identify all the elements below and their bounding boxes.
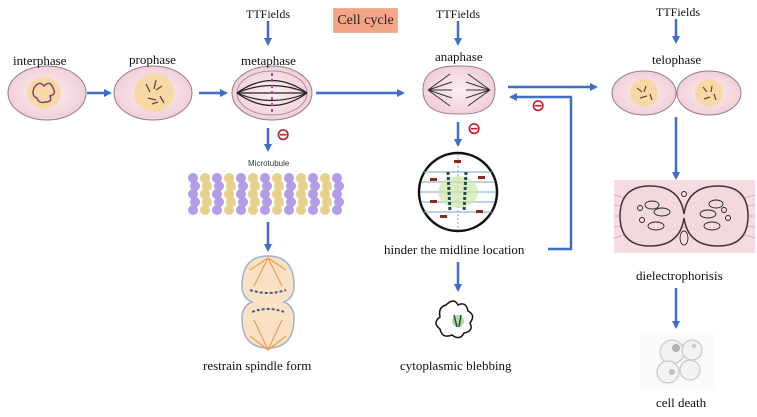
tubulin-subunit — [310, 197, 320, 207]
inhibit-icon-feedback: ⊖ — [531, 96, 546, 116]
phase-label-metaphase: metaphase — [241, 53, 296, 68]
phase-label-telophase: telophase — [652, 52, 702, 67]
anaphase-cell — [422, 65, 496, 115]
tubulin-subunit — [224, 173, 234, 183]
tubulin-subunit — [200, 173, 210, 183]
ttfields-label-metaphase: TTFields — [246, 7, 290, 21]
tubulin-subunit — [238, 197, 248, 207]
tubulin-subunit — [190, 197, 200, 207]
effect-restrain-spindle: restrain spindle form — [203, 358, 312, 373]
tubulin-subunit — [202, 181, 212, 191]
flow-arrows — [87, 19, 680, 329]
tubulin-subunit — [248, 205, 258, 215]
tubulin-subunit — [260, 205, 270, 215]
tubulin-subunit — [214, 197, 224, 207]
tubulin-subunit — [272, 205, 282, 215]
tubulin-subunit — [284, 173, 294, 183]
tubulin-subunit — [284, 189, 294, 199]
tubulin-subunit — [238, 181, 248, 191]
tubulin-subunit — [236, 189, 246, 199]
tubulin-subunit — [202, 197, 212, 207]
tubulin-subunit — [272, 189, 282, 199]
tubulin-subunit — [212, 205, 222, 215]
effect-hinder-midline: hinder the midline location — [384, 242, 525, 257]
microtubule-image — [188, 173, 344, 215]
tubulin-subunit — [188, 189, 198, 199]
interphase-cell — [7, 65, 87, 121]
telophase-cells — [611, 70, 742, 116]
tubulin-subunit — [190, 181, 200, 191]
tubulin-subunit — [320, 205, 330, 215]
spindle-cell — [241, 255, 295, 352]
tubulin-subunit — [334, 181, 344, 191]
phase-label-prophase: prophase — [129, 52, 176, 67]
tubulin-subunit — [200, 205, 210, 215]
tubulin-subunit — [200, 189, 210, 199]
effect-cell-death: cell death — [656, 395, 707, 410]
phase-label-anaphase: anaphase — [435, 49, 483, 64]
tubulin-subunit — [188, 173, 198, 183]
tubulin-subunit — [260, 173, 270, 183]
inhibit-icon-anaphase: ⊖ — [467, 119, 482, 139]
tubulin-subunit — [248, 173, 258, 183]
tubulin-subunit — [260, 189, 270, 199]
ttfields-label-anaphase: TTFields — [436, 7, 480, 21]
tubulin-subunit — [262, 181, 272, 191]
tubulin-subunit — [308, 205, 318, 215]
tubulin-subunit — [296, 205, 306, 215]
tubulin-subunit — [308, 189, 318, 199]
tubulin-subunit — [262, 197, 272, 207]
tubulin-subunit — [236, 173, 246, 183]
tubulin-subunit — [286, 181, 296, 191]
tubulin-subunit — [322, 197, 332, 207]
prophase-cell — [113, 65, 193, 121]
cell-death-image — [640, 333, 714, 388]
tubulin-subunit — [332, 205, 342, 215]
tubulin-subunit — [224, 205, 234, 215]
midline-image — [417, 151, 499, 233]
tubulin-subunit — [332, 173, 342, 183]
tubulin-subunit — [320, 189, 330, 199]
dielectrophoresis-image — [613, 180, 756, 253]
tubulin-subunit — [212, 189, 222, 199]
effect-cytoplasmic-blebbing: cytoplasmic blebbing — [400, 358, 512, 373]
tubulin-subunit — [332, 189, 342, 199]
tubulin-subunit — [250, 181, 260, 191]
tubulin-subunit — [296, 173, 306, 183]
tubulin-subunit — [272, 173, 282, 183]
blebbing-image — [435, 300, 474, 339]
effect-dielectrophoresis: dielectrophorisis — [636, 268, 723, 283]
tubulin-subunit — [188, 205, 198, 215]
tubulin-subunit — [248, 189, 258, 199]
cell-cycle-title: Cell cycle — [333, 8, 398, 33]
tubulin-subunit — [274, 181, 284, 191]
tubulin-subunit — [298, 197, 308, 207]
tubulin-subunit — [298, 181, 308, 191]
tubulin-subunit — [250, 197, 260, 207]
arrow-feedback-anaphase — [509, 93, 573, 251]
tubulin-subunit — [236, 205, 246, 215]
tubulin-subunit — [286, 197, 296, 207]
phase-label-interphase: interphase — [13, 53, 67, 68]
tubulin-subunit — [274, 197, 284, 207]
tubulin-subunit — [226, 181, 236, 191]
tubulin-subunit — [308, 173, 318, 183]
tubulin-subunit — [310, 181, 320, 191]
microtubule-label: Microtubule — [248, 159, 290, 168]
ttfields-label-telophase: TTFields — [656, 5, 700, 19]
tubulin-subunit — [214, 181, 224, 191]
tubulin-subunit — [322, 181, 332, 191]
tubulin-subunit — [224, 189, 234, 199]
inhibit-icon-metaphase: ⊖ — [276, 125, 291, 145]
tubulin-subunit — [296, 189, 306, 199]
tubulin-subunit — [212, 173, 222, 183]
metaphase-cell — [231, 65, 313, 121]
tubulin-subunit — [334, 197, 344, 207]
tubulin-subunit — [226, 197, 236, 207]
tubulin-subunit — [320, 173, 330, 183]
tubulin-subunit — [284, 205, 294, 215]
